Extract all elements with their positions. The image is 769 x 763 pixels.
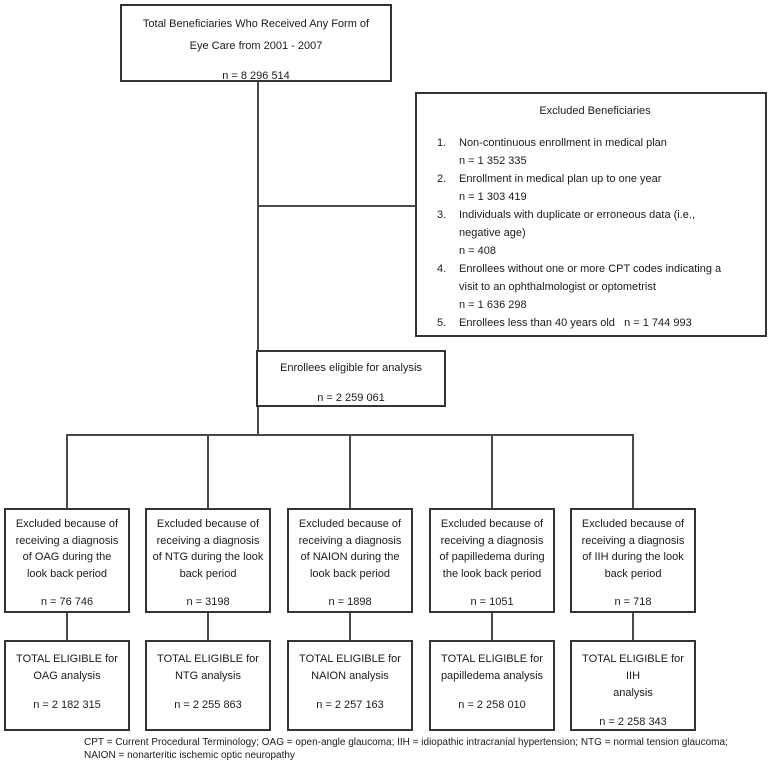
excluded-item-2: 2. Enrollment in medical plan up to one … <box>435 170 755 206</box>
excluded-item-3: 3. Individuals with duplicate or erroneo… <box>435 206 755 260</box>
total-eligible-naion-box: TOTAL ELIGIBLE for NAION analysis n = 2 … <box>287 640 413 731</box>
excluded-papilledema-box: Excluded because of receiving a diagnosi… <box>429 508 555 613</box>
total-eligible-iih-box: TOTAL ELIGIBLE for IIH analysis n = 2 25… <box>570 640 696 731</box>
connector-total-ntg <box>207 612 209 642</box>
excluded-ntg-box: Excluded because of receiving a diagnosi… <box>145 508 271 613</box>
total-eligible-oag-box: TOTAL ELIGIBLE for OAG analysis n = 2 18… <box>4 640 130 731</box>
connector-total-naion <box>349 612 351 642</box>
total-eligible-ntg-box: TOTAL ELIGIBLE for NTG analysis n = 2 25… <box>145 640 271 731</box>
total-eligible-papilledema-box: TOTAL ELIGIBLE for papilledema analysis … <box>429 640 555 731</box>
excluded-item-4-number: 4. <box>437 263 447 275</box>
total-eligible-papilledema-n: n = 2 258 010 <box>458 699 526 711</box>
excluded-item-1-text: Non-continuous enrollment in medical pla… <box>459 137 667 149</box>
excluded-oag-text: Excluded because of receiving a diagnosi… <box>15 518 119 580</box>
excluded-oag-box: Excluded because of receiving a diagnosi… <box>4 508 130 613</box>
excluded-naion-box: Excluded because of receiving a diagnosi… <box>287 508 413 613</box>
excluded-papilledema-text: Excluded because of receiving a diagnosi… <box>439 518 545 580</box>
abbreviations-footnote: CPT = Current Procedural Terminology; OA… <box>84 737 728 761</box>
excluded-naion-text: Excluded because of receiving a diagnosi… <box>298 518 402 580</box>
excluded-item-5-number: 5. <box>437 317 447 329</box>
excluded-item-4: 4. Enrollees without one or more CPT cod… <box>435 260 755 314</box>
excluded-papilledema-n: n = 1051 <box>470 596 514 608</box>
excluded-item-2-text: Enrollment in medical plan up to one yea… <box>459 173 662 185</box>
excluded-item-1-n: n = 1 352 335 <box>459 155 527 167</box>
excluded-item-3-text: Individuals with duplicate or erroneous … <box>459 209 696 239</box>
excluded-item-1: 1. Non-continuous enrollment in medical … <box>435 134 755 170</box>
total-eligible-ntg-text: TOTAL ELIGIBLE for NTG analysis <box>157 653 259 682</box>
connector-total-iih <box>632 612 634 642</box>
connector-drop-naion <box>349 434 351 509</box>
total-eligible-naion-text: TOTAL ELIGIBLE for NAION analysis <box>299 653 401 682</box>
eligible-enrollees-box: Enrollees eligible for analysis n = 2 25… <box>256 350 446 407</box>
total-eligible-iih-n: n = 2 258 343 <box>599 716 667 728</box>
excluded-ntg-n: n = 3198 <box>186 596 230 608</box>
connector-drop-ntg <box>207 434 209 509</box>
excluded-ntg-text: Excluded because of receiving a diagnosi… <box>152 518 264 580</box>
total-eligible-papilledema-text: TOTAL ELIGIBLE for papilledema analysis <box>440 653 544 682</box>
total-beneficiaries-box: Total Beneficiaries Who Received Any For… <box>120 4 392 82</box>
excluded-item-5-text: Enrollees less than 40 years old n = 1 7… <box>459 317 692 329</box>
total-beneficiaries-text: Total Beneficiaries Who Received Any For… <box>142 18 370 52</box>
connector-total-papilledema <box>491 612 493 642</box>
excluded-item-5: 5. Enrollees less than 40 years old n = … <box>435 314 755 332</box>
connector-drop-papilledema <box>491 434 493 509</box>
excluded-item-2-number: 2. <box>437 173 447 185</box>
connector-branch-excluded <box>257 205 417 207</box>
total-eligible-oag-text: TOTAL ELIGIBLE for OAG analysis <box>16 653 118 682</box>
total-beneficiaries-n: n = 8 296 514 <box>222 70 290 82</box>
connector-total-oag <box>66 612 68 642</box>
excluded-oag-n: n = 76 746 <box>40 596 94 608</box>
excluded-naion-n: n = 1898 <box>328 596 372 608</box>
excluded-item-4-n: n = 1 636 298 <box>459 299 527 311</box>
connector-spine-bottom <box>257 407 259 436</box>
excluded-item-2-n: n = 1 303 419 <box>459 191 527 203</box>
total-eligible-iih-text: TOTAL ELIGIBLE for IIH analysis <box>582 653 684 699</box>
excluded-item-1-number: 1. <box>437 137 447 149</box>
excluded-item-3-number: 3. <box>437 209 447 221</box>
connector-drop-oag <box>66 434 68 509</box>
excluded-iih-text: Excluded because of receiving a diagnosi… <box>581 518 685 580</box>
excluded-item-3-n: n = 408 <box>459 245 497 257</box>
eligible-enrollees-text: Enrollees eligible for analysis <box>280 362 422 374</box>
connector-drop-iih <box>632 434 634 509</box>
excluded-iih-n: n = 718 <box>614 596 652 608</box>
total-eligible-ntg-n: n = 2 255 863 <box>174 699 242 711</box>
connector-spine-top <box>257 82 259 350</box>
excluded-item-4-text: Enrollees without one or more CPT codes … <box>459 263 722 293</box>
total-eligible-oag-n: n = 2 182 315 <box>33 699 101 711</box>
total-eligible-naion-n: n = 2 257 163 <box>316 699 384 711</box>
excluded-beneficiaries-title: Excluded Beneficiaries <box>539 105 651 117</box>
eligible-enrollees-n: n = 2 259 061 <box>317 392 385 404</box>
excluded-beneficiaries-box: Excluded Beneficiaries 1. Non-continuous… <box>415 92 767 337</box>
excluded-iih-box: Excluded because of receiving a diagnosi… <box>570 508 696 613</box>
